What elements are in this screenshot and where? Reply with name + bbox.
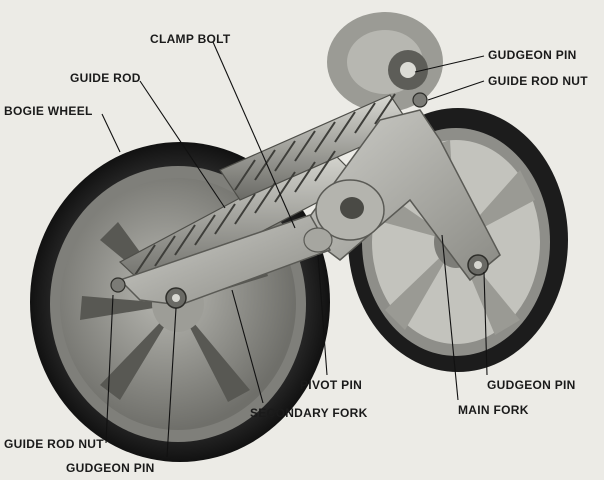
pivot-boss — [303, 179, 385, 253]
pins-and-nuts — [110, 92, 489, 309]
label-pivot-pin: PIVOT PIN — [300, 378, 363, 392]
label-guide-rod: GUIDE ROD — [70, 71, 141, 85]
label-secondary-fork: SECONDARY FORK — [250, 406, 368, 420]
rear-bogie-wheel — [327, 12, 443, 112]
label-guide-rod-nut-bottom: GUIDE ROD NUT — [4, 437, 104, 451]
label-gudgeon-pin-top: GUDGEON PIN — [488, 48, 577, 62]
leader-lines — [101, 41, 488, 458]
spring-coils — [134, 93, 396, 276]
label-gudgeon-pin-right: GUDGEON PIN — [487, 378, 576, 392]
label-clamp-bolt: CLAMP BOLT — [150, 32, 231, 46]
label-guide-rod-nut-top: GUIDE ROD NUT — [488, 74, 588, 88]
label-bogie-wheel: BOGIE WHEEL — [4, 104, 93, 118]
label-main-fork: MAIN FORK — [458, 403, 529, 417]
secondary-fork — [118, 214, 332, 306]
label-gudgeon-pin-bottom: GUDGEON PIN — [66, 461, 155, 475]
